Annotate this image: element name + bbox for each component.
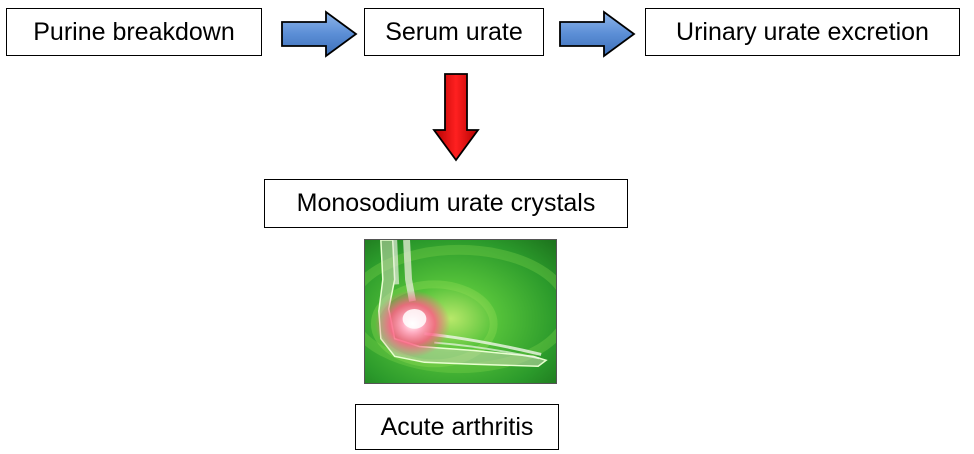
node-monosodium-urate-crystals-label: Monosodium urate crystals [296,189,596,217]
node-acute-arthritis: Acute arthritis [355,404,559,450]
arrow-purine-to-serum [281,10,358,58]
node-serum-urate: Serum urate [364,8,544,56]
arrow-serum-to-urinary [559,10,636,58]
node-urinary-urate-excretion: Urinary urate excretion [645,8,960,56]
node-monosodium-urate-crystals: Monosodium urate crystals [264,179,628,228]
node-purine-breakdown: Purine breakdown [6,8,262,56]
node-purine-breakdown-label: Purine breakdown [33,17,235,46]
arrow-serum-to-crystals [432,73,480,162]
inflamed-foot-illustration [364,239,557,384]
node-serum-urate-label: Serum urate [385,17,523,46]
node-urinary-urate-excretion-label: Urinary urate excretion [676,17,929,46]
node-acute-arthritis-label: Acute arthritis [380,412,534,441]
